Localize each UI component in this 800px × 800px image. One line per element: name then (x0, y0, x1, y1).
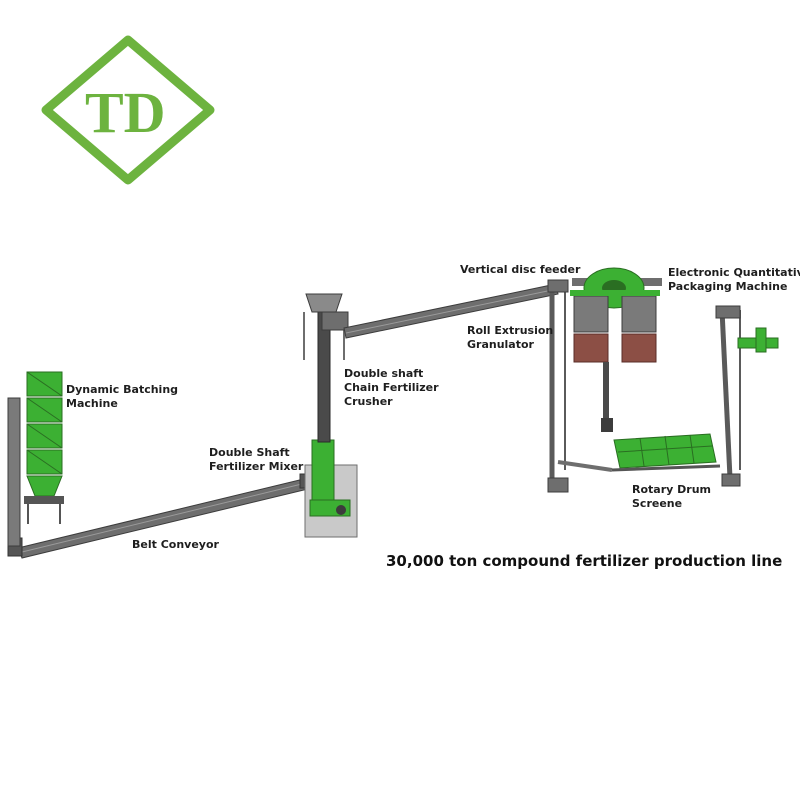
label-roll-extrusion-granulator: Roll Extrusion Granulator (467, 324, 554, 351)
label-dynamic-batching-machine: Dynamic Batching Machine (66, 383, 179, 410)
label-chain-crusher: Double shaft Chain Fertilizer Crusher (344, 367, 439, 408)
label-rotary-drum-screen: Rotary Drum Screene (632, 483, 711, 510)
upper-conveyor (343, 283, 559, 339)
diagram-title: 30,000 ton compound fertilizer productio… (386, 552, 783, 570)
logo-diamond (41, 35, 215, 185)
label-vertical-disc-feeder: Vertical disc feeder (460, 263, 581, 276)
mixer-crusher-tower (303, 293, 358, 538)
rotary-drum-screen (547, 433, 721, 493)
granulator-frame (547, 267, 662, 490)
td-logo: TD (41, 35, 215, 185)
label-belt-conveyor: Belt Conveyor (132, 538, 219, 551)
packaging-machine (715, 305, 779, 487)
logo-letters: TD (85, 80, 166, 145)
label-packaging-machine: Electronic Quantitative Packaging Machin… (668, 266, 800, 293)
dynamic-batching-machine (7, 371, 64, 547)
label-double-shaft-mixer: Double Shaft Fertilizer Mixer (209, 446, 304, 473)
